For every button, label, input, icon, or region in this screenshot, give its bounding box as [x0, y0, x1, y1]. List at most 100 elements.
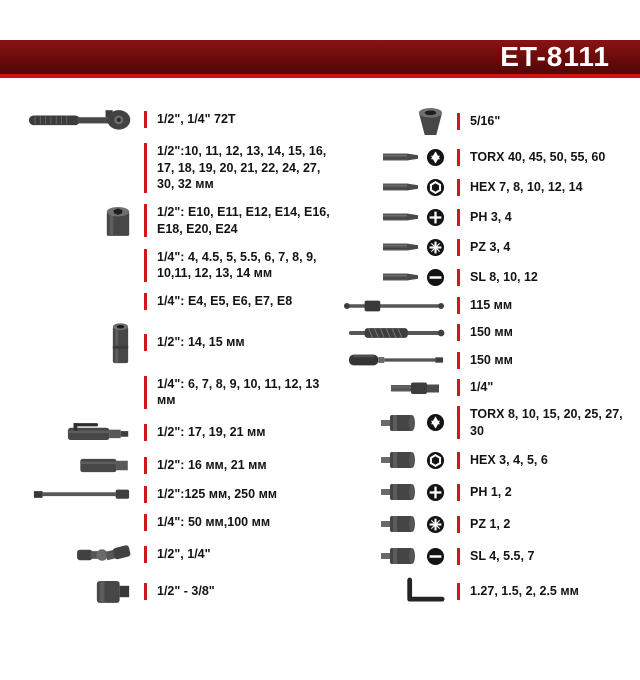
left-column: 1/2", 1/4" 72T 1/2":10, 11, 12, 13, 14, … — [26, 106, 333, 616]
socket-icon — [104, 204, 132, 238]
bit-icon — [381, 147, 421, 167]
socket-horizontal-icon — [78, 456, 132, 475]
item-label: 1/2": 16 мм, 21 мм — [157, 457, 267, 472]
spec-row: 150 мм — [343, 351, 630, 369]
item-label: PH 1, 2 — [470, 484, 512, 499]
spec-row: 1/4" — [343, 379, 630, 396]
bit-socket-icon — [381, 481, 421, 503]
bit-adapter-icon — [389, 380, 445, 396]
item-label: SL 8, 10, 12 — [470, 269, 538, 284]
spec-row: PZ 3, 4 — [343, 237, 630, 257]
item-label: HEX 7, 8, 10, 12, 14 — [470, 179, 583, 194]
spec-row: 1/2": 17, 19, 21 мм — [26, 420, 333, 445]
red-divider — [144, 423, 147, 441]
icon-cell — [343, 412, 457, 434]
item-label: 150 мм — [470, 325, 513, 339]
bit-socket-icon — [381, 545, 421, 567]
sl-glyph-icon — [426, 547, 445, 566]
red-divider — [144, 334, 147, 351]
icon-cell — [343, 325, 457, 341]
model-number: ET-8111 — [500, 41, 610, 72]
icon-cell — [343, 106, 457, 137]
icon-cell — [26, 578, 144, 605]
icon-cell — [343, 207, 457, 227]
item-label: TORX 8, 10, 15, 20, 25, 27, 30 — [470, 407, 623, 438]
item-label: TORX 40, 45, 50, 55, 60 — [470, 149, 606, 164]
spec-row: 1/2": 16 мм, 21 мм — [26, 456, 333, 475]
icon-cell — [343, 481, 457, 503]
red-divider — [144, 110, 147, 128]
bit-socket-icon — [381, 412, 421, 434]
spec-row: 1/4": 50 мм,100 мм — [26, 513, 333, 531]
item-label: 1.27, 1.5, 2, 2.5 мм — [470, 584, 579, 598]
spec-row: 1/2":125 мм, 250 мм — [26, 485, 333, 503]
spec-row: 1/2":10, 11, 12, 13, 14, 15, 16, 17, 18,… — [26, 143, 333, 193]
item-label: PZ 1, 2 — [470, 516, 511, 531]
spec-row: 1/4": E4, E5, E6, E7, E8 — [26, 292, 333, 310]
item-label: 1/2":125 мм, 250 мм — [157, 486, 278, 501]
hex-glyph-icon — [426, 451, 445, 470]
spec-row: 1/2", 1/4" — [26, 542, 333, 567]
spec-row: HEX 3, 4, 5, 6 — [343, 449, 630, 471]
spec-row: 1.27, 1.5, 2, 2.5 мм — [343, 577, 630, 606]
spec-row: TORX 40, 45, 50, 55, 60 — [343, 147, 630, 167]
red-divider — [457, 238, 460, 256]
header-band: ET-8111 — [0, 40, 640, 78]
red-divider — [457, 483, 460, 501]
item-label: HEX 3, 4, 5, 6 — [470, 452, 548, 467]
red-divider — [457, 451, 460, 469]
spec-row: PH 1, 2 — [343, 481, 630, 503]
bit-icon — [381, 267, 421, 287]
spec-sheet: ET-8111 1/2", 1/4" 72T 1/2":10, 11, 12, … — [0, 40, 640, 616]
spark-plug-socket-icon — [66, 420, 132, 445]
item-label: 115 мм — [470, 298, 513, 312]
item-label: 1/2", 1/4" 72T — [157, 111, 236, 126]
spec-row: 5/16" — [343, 106, 630, 137]
red-divider — [457, 547, 460, 565]
spec-row: 150 мм — [343, 324, 630, 341]
red-divider — [457, 351, 460, 369]
red-divider — [144, 513, 147, 531]
bit-icon — [381, 207, 421, 227]
red-divider — [457, 324, 460, 341]
red-divider — [144, 582, 147, 600]
item-label: 150 мм — [470, 352, 513, 367]
icon-cell — [26, 487, 144, 501]
adapter-icon — [94, 578, 132, 605]
red-divider — [457, 178, 460, 196]
icon-cell — [343, 577, 457, 606]
pz-glyph-icon — [426, 515, 445, 534]
spec-row: HEX 7, 8, 10, 12, 14 — [343, 177, 630, 197]
spec-row: 1/4": 6, 7, 8, 9, 10, 11, 12, 13 мм — [26, 375, 333, 409]
tapered-socket-icon — [416, 106, 445, 137]
item-label: 1/2": E10, E11, E12, E14, E16, E18, E20,… — [157, 205, 330, 236]
red-divider — [144, 545, 147, 563]
red-divider — [144, 143, 147, 193]
item-label: 1/4": E4, E5, E6, E7, E8 — [157, 293, 293, 308]
ratchet-icon — [28, 106, 132, 132]
spec-row: 1/2", 1/4" 72T — [26, 106, 333, 132]
spec-content: 1/2", 1/4" 72T 1/2":10, 11, 12, 13, 14, … — [0, 78, 640, 616]
icon-cell — [343, 237, 457, 257]
icon-cell — [26, 204, 144, 238]
red-divider — [457, 113, 460, 130]
icon-cell — [26, 420, 144, 445]
red-divider — [457, 379, 460, 396]
icon-cell — [343, 513, 457, 535]
red-divider — [457, 268, 460, 286]
hex-key-icon — [403, 577, 445, 606]
bit-icon — [381, 177, 421, 197]
item-label: 1/2":10, 11, 12, 13, 14, 15, 16, 17, 18,… — [157, 144, 327, 191]
spec-row: SL 8, 10, 12 — [343, 267, 630, 287]
bit-socket-icon — [381, 449, 421, 471]
hex-glyph-icon — [426, 178, 445, 197]
icon-cell — [343, 299, 457, 313]
spec-row: 1/2": 14, 15 мм — [26, 321, 333, 365]
red-divider — [144, 204, 147, 237]
icon-cell — [26, 321, 144, 365]
spec-row: SL 4, 5.5, 7 — [343, 545, 630, 567]
torx-glyph-icon — [426, 413, 445, 432]
icon-cell — [343, 267, 457, 287]
icon-cell — [26, 456, 144, 475]
item-label: 1/2": 17, 19, 21 мм — [157, 424, 266, 439]
